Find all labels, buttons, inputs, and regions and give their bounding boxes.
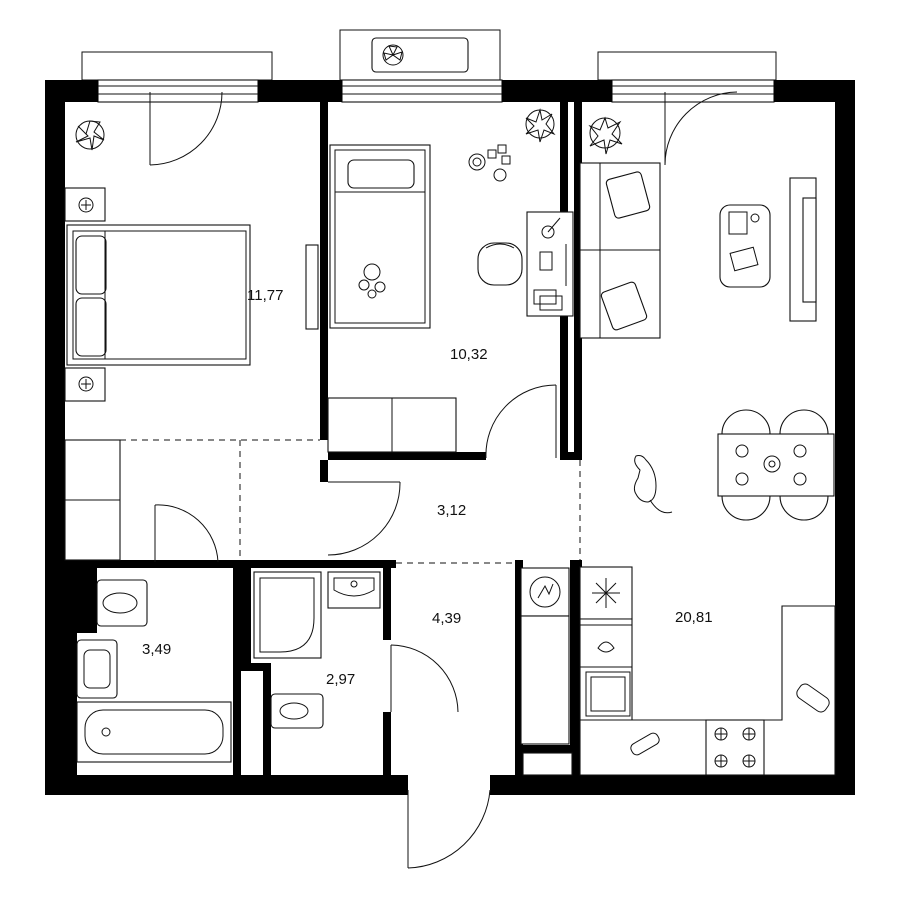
door-icon — [154, 504, 219, 563]
tv-icon — [789, 177, 817, 322]
toaster-icon — [796, 683, 830, 713]
door-icon — [149, 91, 223, 166]
fan-icon — [371, 37, 469, 73]
closet-icon — [522, 752, 573, 776]
cat-icon — [633, 455, 673, 514]
door-icon — [327, 481, 401, 556]
tv-icon — [305, 244, 319, 330]
door-icon — [485, 384, 557, 459]
coffee-table-icon — [719, 204, 771, 288]
room-area-kids-room: 10,32 — [450, 346, 488, 363]
room-area-toilet: 2,97 — [326, 671, 355, 688]
bathtub-icon — [76, 701, 232, 763]
room-area-bedroom: 11,77 — [247, 287, 283, 304]
room-area-bathroom: 3,49 — [142, 641, 171, 658]
door-icon — [400, 775, 498, 869]
room-area-hall: 3,12 — [437, 502, 466, 519]
sofa-icon — [327, 397, 457, 453]
cabinet-icon — [520, 615, 570, 745]
sofa-icon — [579, 162, 661, 339]
shower-icon — [253, 571, 322, 659]
room-area-corridor: 4,39 — [432, 610, 461, 627]
office-chair-icon — [477, 242, 523, 286]
door-icon — [664, 91, 738, 166]
toilet-icon — [270, 693, 324, 729]
dishwasher-icon — [585, 671, 631, 717]
washing-machine-icon — [520, 567, 570, 617]
dining-table-icon — [717, 409, 835, 521]
desk-icon — [526, 211, 574, 317]
stove-icon — [705, 719, 765, 776]
zone-separators — [65, 439, 581, 564]
wardrobe-icon — [64, 439, 121, 561]
door-icon — [390, 644, 459, 713]
plant-icon — [525, 108, 556, 143]
sink-icon — [579, 624, 633, 668]
plant-icon — [75, 120, 105, 151]
bed-icon — [66, 224, 251, 366]
room-area-living-kitchen: 20,81 — [675, 609, 713, 626]
window-icon — [597, 51, 777, 103]
sink-icon — [76, 639, 118, 699]
nightstand-icon — [64, 187, 106, 222]
walls — [45, 80, 855, 795]
window-icon — [81, 51, 273, 103]
nightstand-icon — [64, 367, 106, 402]
bed-icon — [329, 144, 431, 329]
kettle-icon — [630, 732, 660, 756]
fridge-icon — [579, 566, 633, 620]
toy-icon — [358, 263, 386, 299]
toy-icon — [468, 144, 511, 182]
plant-icon — [588, 116, 623, 155]
sink-icon — [327, 571, 381, 609]
toilet-icon — [96, 579, 148, 627]
